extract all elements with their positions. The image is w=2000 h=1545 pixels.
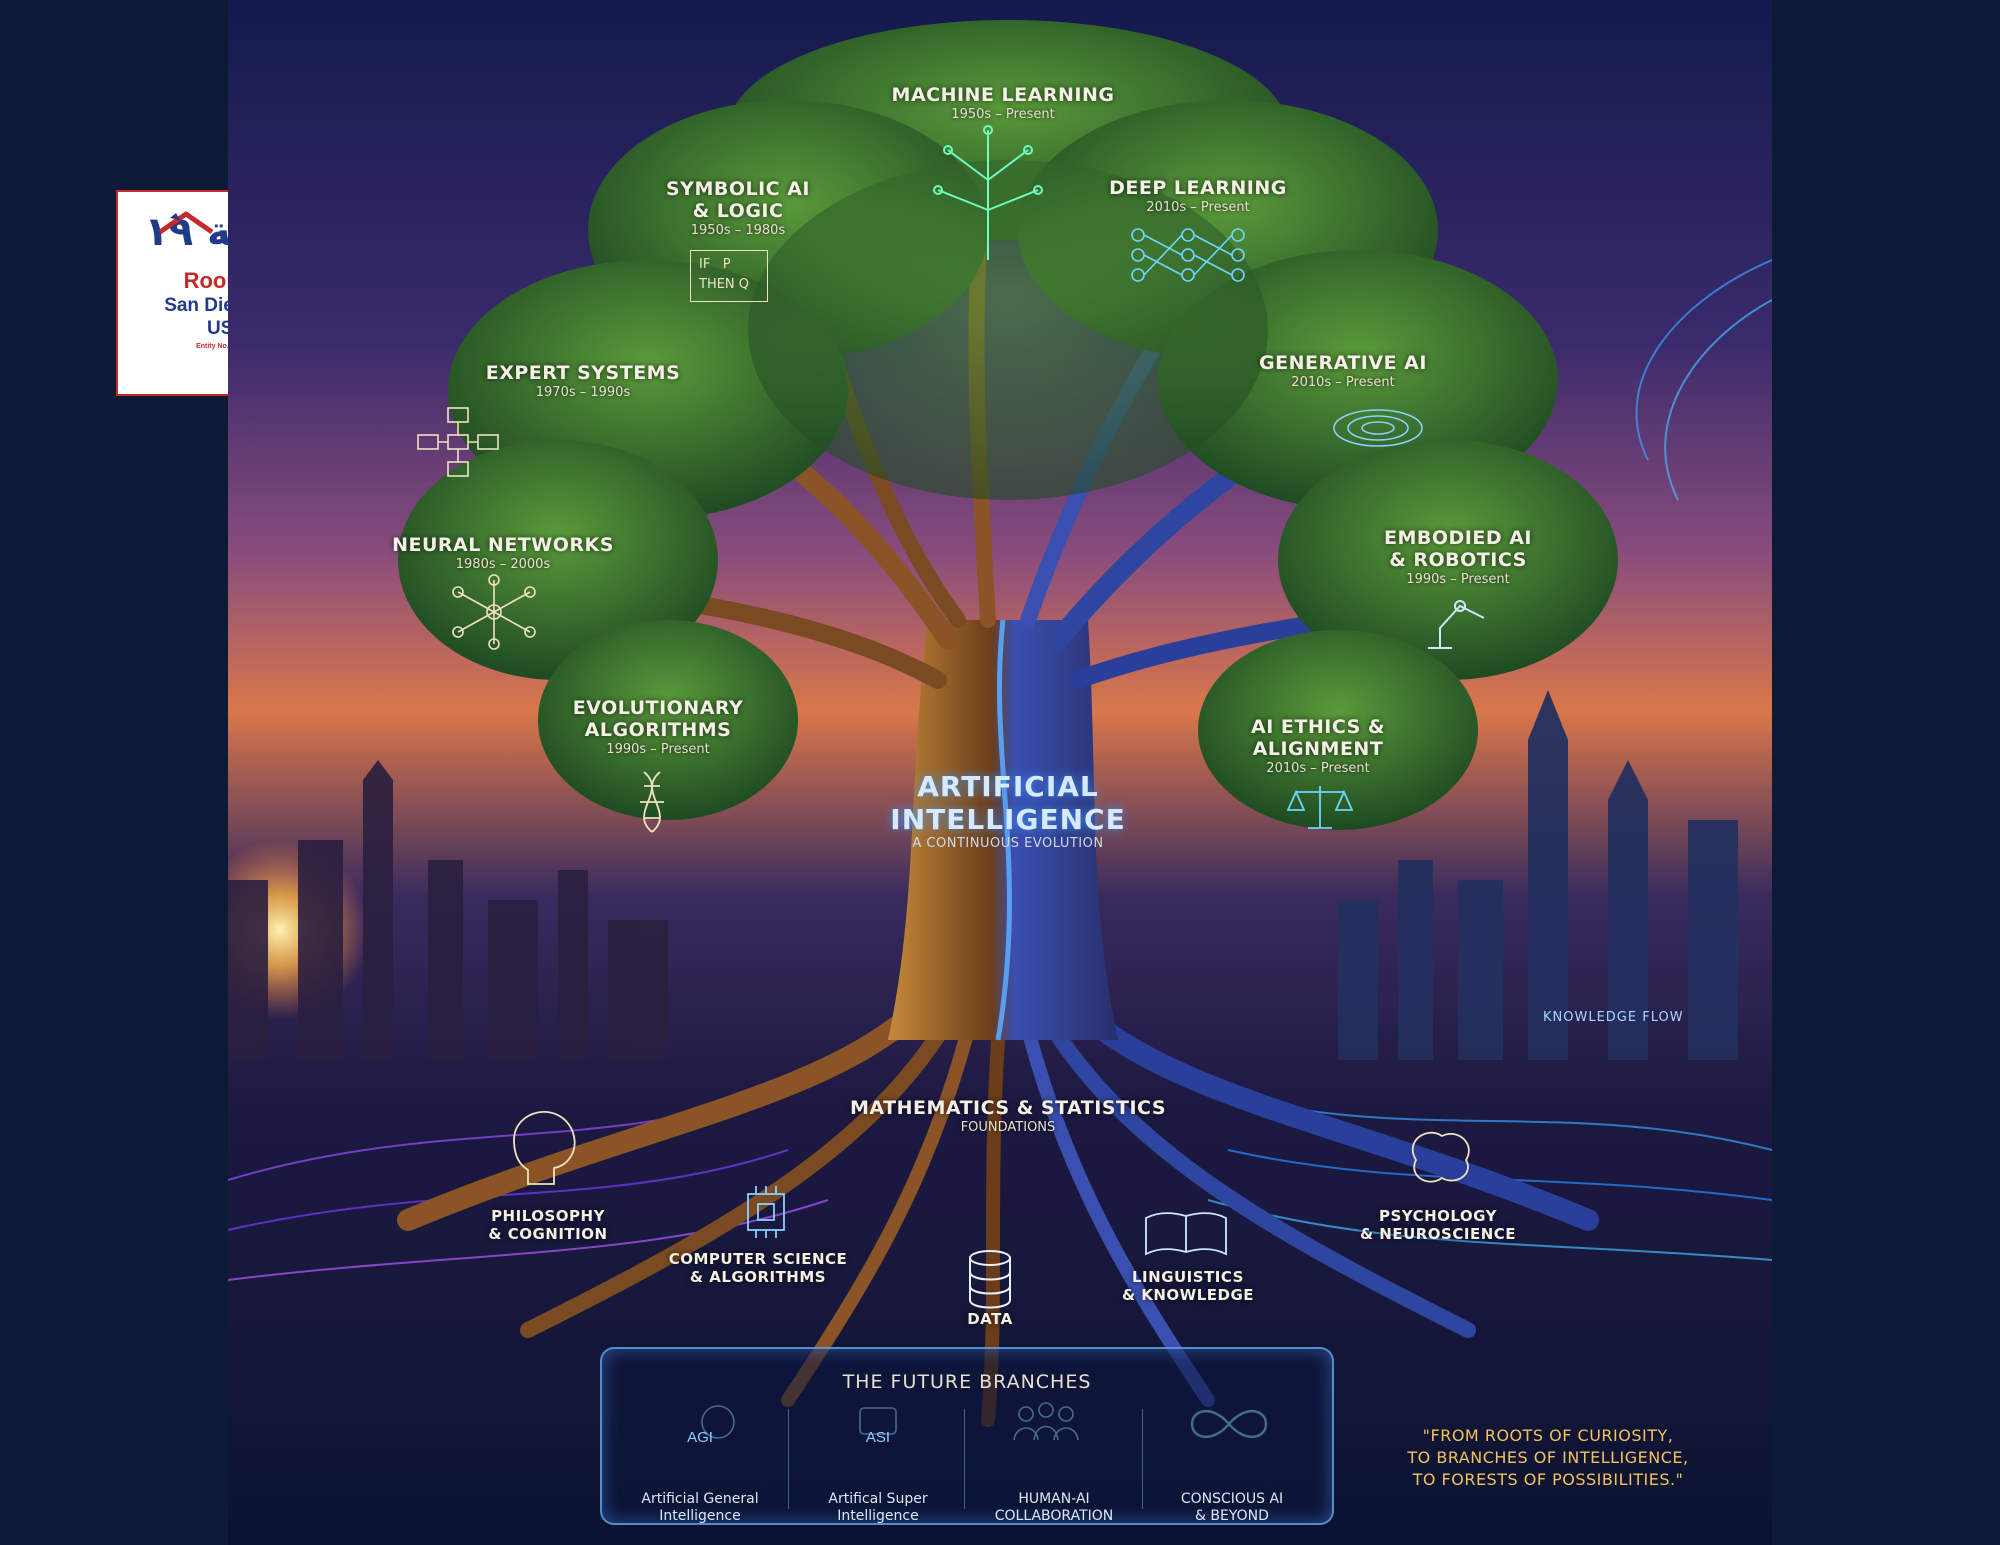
label-evolutionary-algorithms: EVOLUTIONARY ALGORITHMS 1990s – Present — [572, 697, 744, 757]
knowledge-flow-sign: KNOWLEDGE FLOW — [1543, 1010, 1684, 1025]
label-machine-learning: MACHINE LEARNING 1950s – Present — [891, 84, 1115, 122]
label-mathematics-statistics: MATHEMATICS & STATISTICS FOUNDATIONS — [849, 1097, 1167, 1135]
label-data: DATA — [967, 1310, 1013, 1328]
center-subtitle: A CONTINUOUS EVOLUTION — [912, 836, 1104, 851]
generative-ai-spiral-icon — [1333, 409, 1423, 447]
label-ai-ethics: AI ETHICS & ALIGNMENT 2010s – Present — [1251, 716, 1385, 776]
label-computer-science: COMPUTER SCIENCE & ALGORITHMS — [668, 1250, 848, 1286]
label-embodied-ai: EMBODIED AI & ROBOTICS 1990s – Present — [1384, 527, 1532, 587]
logo-entity-number: Entity No. 5102576 — [196, 343, 258, 350]
center-title-line2: INTELLIGENCE — [890, 803, 1126, 836]
database-icon — [969, 1250, 1011, 1309]
future-divider — [788, 1409, 789, 1509]
trunk-glow-stream — [995, 619, 1012, 1041]
tree-trunk — [888, 620, 1118, 1040]
agi-icon-label: AGI — [687, 1429, 713, 1446]
brain-head-icon — [513, 1111, 576, 1185]
ai-tree-artwork: ARTIFICIAL INTELLIGENCE A CONTINUOUS EVO… — [228, 0, 1772, 1545]
closing-quote: "FROM ROOTS OF CURIOSITY, TO BRANCHES OF… — [1407, 1426, 1689, 1489]
future-branches-title: THE FUTURE BRANCHES — [842, 1371, 1092, 1393]
neural-network-icon — [452, 574, 536, 650]
asi-icon-label: ASI — [865, 1429, 891, 1446]
label-deep-learning: DEEP LEARNING 2010s – Present — [1109, 177, 1287, 215]
label-linguistics: LINGUISTICS & KNOWLEDGE — [1121, 1268, 1255, 1304]
label-philosophy: PHILOSOPHY & COGNITION — [488, 1207, 608, 1243]
label-symbolic-ai: SYMBOLIC AI & LOGIC 1950s – 1980s — [666, 178, 810, 238]
label-generative-ai: GENERATIVE AI 2010s – Present — [1259, 352, 1427, 390]
if-then-logic-icon: IF P THEN Q — [690, 250, 768, 302]
brain-icon — [1411, 1131, 1470, 1183]
house-logo-icon — [158, 211, 214, 235]
deep-learning-network-icon — [1131, 228, 1245, 282]
scales-of-justice-icon — [1286, 786, 1354, 829]
ml-tree-icon — [933, 125, 1043, 260]
tree-foliage — [398, 20, 1618, 830]
label-neural-networks: NEURAL NETWORKS 1980s – 2000s — [392, 534, 614, 572]
label-psychology: PSYCHOLOGY & NEUROSCIENCE — [1359, 1207, 1517, 1243]
dna-helix-icon — [640, 771, 664, 833]
robot-arm-icon — [1428, 600, 1485, 649]
expert-systems-flowchart-icon — [417, 407, 499, 477]
future-divider — [964, 1409, 965, 1509]
center-title-line1: ARTIFICIAL — [917, 770, 1099, 803]
future-divider — [1142, 1409, 1143, 1509]
cpu-chip-icon — [747, 1186, 785, 1238]
future-branches-panel: THE FUTURE BRANCHES AGI Artificial Gener… — [600, 1347, 1334, 1525]
open-book-icon — [1145, 1212, 1227, 1256]
center-title-block: ARTIFICIAL INTELLIGENCE A CONTINUOUS EVO… — [858, 770, 1158, 851]
label-expert-systems: EXPERT SYSTEMS 1970s – 1990s — [485, 362, 681, 400]
